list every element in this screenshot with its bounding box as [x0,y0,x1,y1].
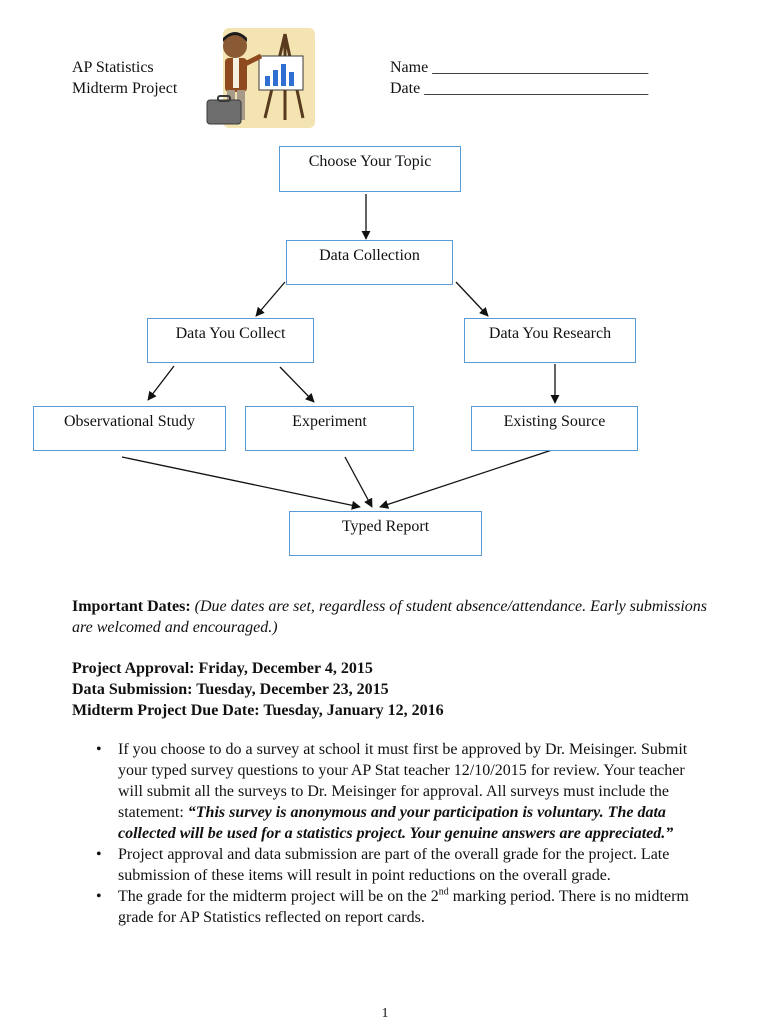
ordinal-suffix: nd [438,886,449,898]
survey-requirement-text: If you choose to do a survey at school i… [118,741,688,821]
bullet-icon: • [96,888,102,905]
box-choose-topic: Choose Your Topic [279,146,461,192]
date-field-label: Date ____________________________ [390,80,649,97]
teacher-presenting-chart-icon [206,28,315,128]
requirements-list: • If you choose to do a survey at school… [72,739,712,928]
important-dates-label: Important Dates: [72,598,191,615]
data-submission-date: Data Submission: Tuesday, December 23, 2… [72,681,389,698]
course-title: AP Statistics [72,59,154,76]
box-typed-report: Typed Report [289,511,482,556]
project-approval-date: Project Approval: Friday, December 4, 20… [72,660,373,677]
list-item: • The grade for the midterm project will… [72,886,712,928]
arrow-collect-to-observational [147,365,175,401]
arrow-existing-to-report [379,449,553,509]
key-dates: Project Approval: Friday, December 4, 20… [72,658,712,721]
box-data-you-collect: Data You Collect [147,318,314,363]
box-observational-study: Observational Study [33,406,226,451]
project-title: Midterm Project [72,80,178,97]
arrow-collection-to-collect [255,281,286,317]
marking-period-text-end: marking period. There is no midterm grad… [118,888,689,926]
survey-statement: “This survey is anonymous and your parti… [118,804,674,842]
bullet-icon: • [96,741,102,758]
bullet-icon: • [96,846,102,863]
name-field-label: Name ___________________________ [390,59,649,76]
box-data-collection: Data Collection [286,240,453,285]
arrow-observational-to-report [121,456,361,510]
important-dates-note: (Due dates are set, regardless of studen… [72,598,708,636]
marking-period-text-start: The grade for the midterm project will b… [118,888,439,905]
grading-note-text: Project approval and data submission are… [118,846,670,884]
arrow-collect-to-experiment [279,366,315,403]
box-experiment: Experiment [245,406,414,451]
box-existing-source: Existing Source [471,406,638,451]
midterm-due-date: Midterm Project Due Date: Tuesday, Janua… [72,702,444,719]
header-left: AP Statistics Midterm Project [72,57,177,99]
arrow-collection-to-research [455,281,489,317]
important-dates-paragraph: Important Dates: (Due dates are set, reg… [72,596,712,638]
page-number: 1 [381,1006,389,1021]
list-item: • Project approval and data submission a… [72,844,712,886]
header-right: Name ___________________________ Date __… [390,57,648,99]
arrow-experiment-to-report [344,456,373,508]
box-data-you-research: Data You Research [464,318,636,363]
list-item: • If you choose to do a survey at school… [72,739,712,844]
